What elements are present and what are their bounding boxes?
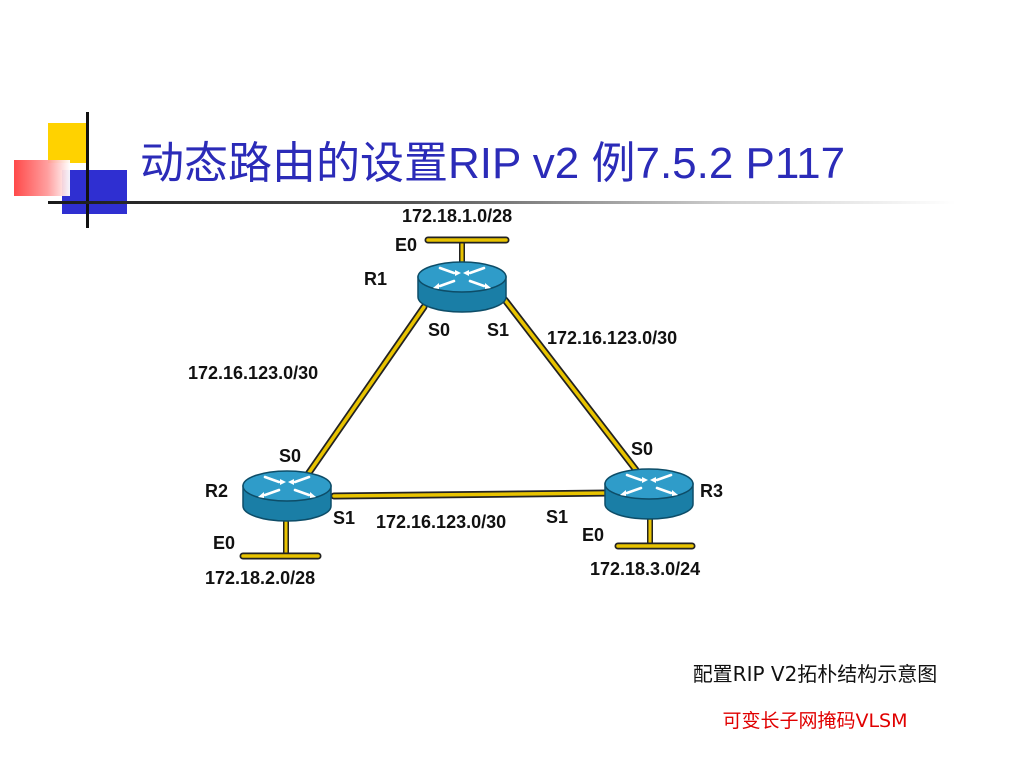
link-r1-r2-network: 172.16.123.0/30 <box>188 363 318 383</box>
decor-red-gradient <box>14 160 70 196</box>
r1-s0-label: S0 <box>428 320 450 340</box>
r1-e0-label: E0 <box>395 235 417 255</box>
router-r1-icon <box>416 260 508 314</box>
r2-s1-label: S1 <box>333 508 355 528</box>
router-r2-icon <box>241 469 333 523</box>
r3-lan-network: 172.18.3.0/24 <box>590 559 700 579</box>
r3-s0-label: S0 <box>631 439 653 459</box>
ethernet-r2 <box>239 520 322 560</box>
r3-s1-label: S1 <box>546 507 568 527</box>
router-r3-icon <box>603 467 695 521</box>
link-r1-r3 <box>501 296 640 474</box>
diagram-caption: 配置RIP V2拓朴结构示意图 <box>692 662 938 686</box>
r2-name: R2 <box>205 481 228 501</box>
r1-s1-label: S1 <box>487 320 509 340</box>
link-r1-r2 <box>302 303 428 481</box>
link-r1-r3-network: 172.16.123.0/30 <box>547 328 677 348</box>
decor-vertical-line <box>86 112 89 228</box>
link-r2-r3-network: 172.16.123.0/30 <box>376 512 506 532</box>
r2-s0-label: S0 <box>279 446 301 466</box>
r1-name: R1 <box>364 269 387 289</box>
diagram-subcaption: 可变长子网掩码VLSM <box>722 710 908 732</box>
r2-e0-label: E0 <box>213 533 235 553</box>
r3-name: R3 <box>700 481 723 501</box>
r1-lan-network: 172.18.1.0/28 <box>402 206 512 226</box>
title-underline <box>48 201 956 204</box>
link-r2-r3 <box>330 489 614 500</box>
r2-lan-network: 172.18.2.0/28 <box>205 568 315 588</box>
slide-title: 动态路由的设置RIP v2 例7.5.2 P117 <box>140 139 846 188</box>
decor-yellow-square <box>48 123 86 163</box>
r3-e0-label: E0 <box>582 525 604 545</box>
decor-blue-square <box>62 170 127 214</box>
